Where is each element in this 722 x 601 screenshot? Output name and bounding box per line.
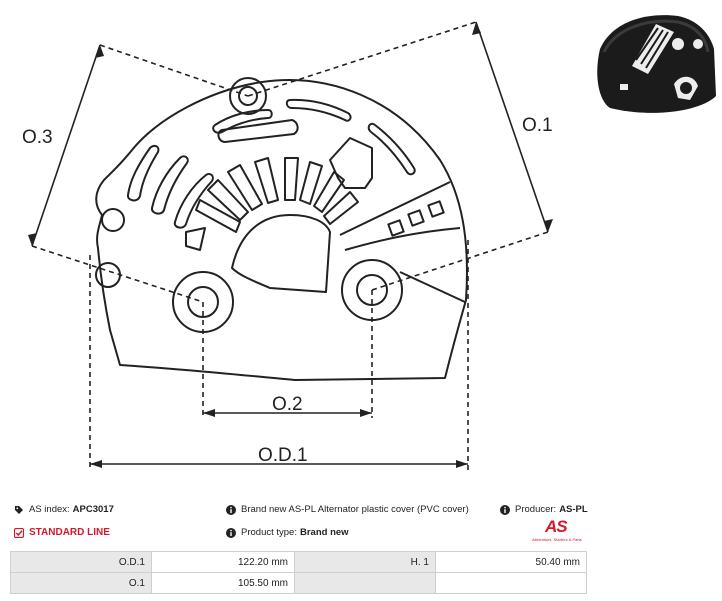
producer-value: AS-PL (559, 504, 588, 515)
producer-row: Producer: AS-PL (500, 504, 588, 515)
vent-window (407, 209, 425, 227)
param-label: O.1 (10, 572, 152, 594)
logo-mark: AS (545, 517, 568, 536)
cover-outline (95, 79, 468, 381)
bar-slot (217, 119, 299, 143)
fan-slot (323, 191, 359, 225)
side-hole-lower (95, 262, 121, 288)
table-row: O.D.1 122.20 mm H. 1 50.40 mm (10, 551, 587, 573)
info-circle-icon (226, 527, 236, 538)
slot (285, 98, 352, 122)
dim-label-o2: O.2 (272, 394, 303, 415)
fan-slot (207, 179, 249, 221)
dim-label-od1: O.D.1 (258, 445, 308, 466)
side-hole-upper (101, 208, 125, 232)
param-label (294, 572, 436, 594)
checkbox-icon (14, 527, 24, 538)
edge-line (399, 271, 466, 303)
right-panel (339, 181, 451, 236)
param-value: 105.50 mm (151, 572, 295, 594)
fan-slot (299, 161, 323, 205)
center-shield (231, 214, 331, 293)
top-boss-outer (229, 77, 267, 115)
product-type-label: Product type: (241, 527, 297, 538)
tag-icon (15, 505, 23, 514)
product-type-value: Brand new (299, 527, 349, 538)
parameters-table: O.D.1 122.20 mm H. 1 50.40 mm O.1 105.50… (10, 551, 587, 594)
param-label: H. 1 (294, 551, 436, 573)
product-photo (597, 15, 716, 113)
vent-window (387, 219, 405, 237)
producer-label: Producer: (515, 504, 557, 515)
dim-label-o3: O.3 (22, 127, 53, 148)
right-panel (344, 227, 461, 251)
standard-line-label: STANDARD LINE (29, 527, 110, 538)
dim-label-o1: O.1 (522, 115, 553, 136)
slot (126, 144, 160, 202)
fan-slot (254, 157, 279, 204)
wedge (185, 227, 206, 251)
left-boss-inner (187, 286, 219, 318)
description-row: Brand new AS-PL Alternator plastic cover… (226, 504, 469, 515)
description-text: Brand new AS-PL Alternator plastic cover… (241, 504, 469, 515)
as-index-row: AS index: APC3017 (14, 504, 114, 515)
fan-slot (227, 164, 263, 211)
param-value: 122.20 mm (151, 551, 295, 573)
product-type-row: Product type: Brand new (226, 527, 349, 538)
as-index-label: AS index: (29, 504, 70, 515)
slot (212, 109, 273, 134)
line-row: STANDARD LINE (14, 527, 110, 538)
slot (367, 122, 416, 176)
as-index-value: APC3017 (72, 504, 114, 515)
terminal-recess (329, 137, 373, 189)
fan-slot (195, 199, 241, 233)
as-pl-logo: AS Alternators, Starters & Parts (525, 517, 589, 547)
info-circle-icon (500, 504, 510, 515)
fan-slot (313, 171, 345, 213)
vent-window (427, 200, 445, 218)
info-circle-icon (226, 504, 236, 515)
param-value (435, 572, 587, 594)
logo-tagline: Alternators, Starters & Parts (532, 537, 582, 542)
param-label: O.D.1 (10, 551, 152, 573)
slot (173, 172, 214, 229)
technical-drawing: O.3 O.1 O.2 O.D.1 (22, 21, 553, 470)
slot (150, 155, 189, 215)
table-row: O.1 105.50 mm (10, 572, 587, 594)
right-boss-inner (356, 274, 388, 306)
param-value: 50.40 mm (435, 551, 587, 573)
fan-slot (284, 157, 299, 201)
top-boss-inner (238, 86, 258, 106)
